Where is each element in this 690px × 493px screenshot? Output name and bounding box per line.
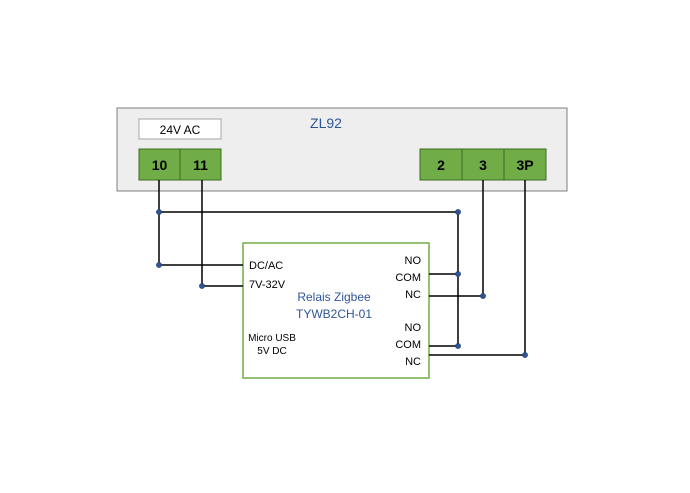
junction-dot [455,271,461,277]
relay-supply-label-2: 7V-32V [249,279,286,291]
ch1-no-label: NO [405,255,422,267]
relay-box [242,242,430,379]
terminal-3: 3 [461,148,505,181]
supply-label: 24V AC [160,123,201,137]
wire-ch1-nc-to-terminal-3 [429,180,484,297]
junction-dot [199,283,205,289]
junction-dot [156,209,162,215]
ch2-com-label: COM [395,339,421,351]
usb-label-1: Micro USB [248,333,296,344]
ch2-nc-label: NC [405,356,421,368]
terminal-11-label: 11 [193,157,208,173]
wire-11-to-relay-supply [201,180,243,287]
relay-supply-label-1: DC/AC [249,260,283,272]
ch2-no-label: NO [405,322,422,334]
terminal-10: 10 [138,148,181,181]
terminal-10-label: 10 [152,157,168,173]
zl92-title: ZL92 [310,115,342,131]
terminal-3p-label: 3P [516,157,533,173]
ch1-com-label: COM [395,272,421,284]
relay-title-1: Relais Zigbee [297,290,371,304]
wire-10-to-relay-supply [158,212,243,266]
supply-label-box [138,118,222,140]
relay-title-2: TYWB2CH-01 [296,307,372,321]
terminal-11: 11 [179,148,222,181]
junction-dot [455,343,461,349]
junction-dot [455,209,461,215]
usb-label-2: 5V DC [257,346,286,357]
junction-dot [156,262,162,268]
terminal-3-label: 3 [479,157,487,173]
terminal-3p: 3P [503,148,547,181]
junction-dot [480,293,486,299]
ch1-nc-label: NC [405,289,421,301]
junction-dot [522,352,528,358]
wire-ch2-nc-to-terminal-3p [429,180,526,356]
terminal-2-label: 2 [437,157,445,173]
terminal-2: 2 [419,148,463,181]
